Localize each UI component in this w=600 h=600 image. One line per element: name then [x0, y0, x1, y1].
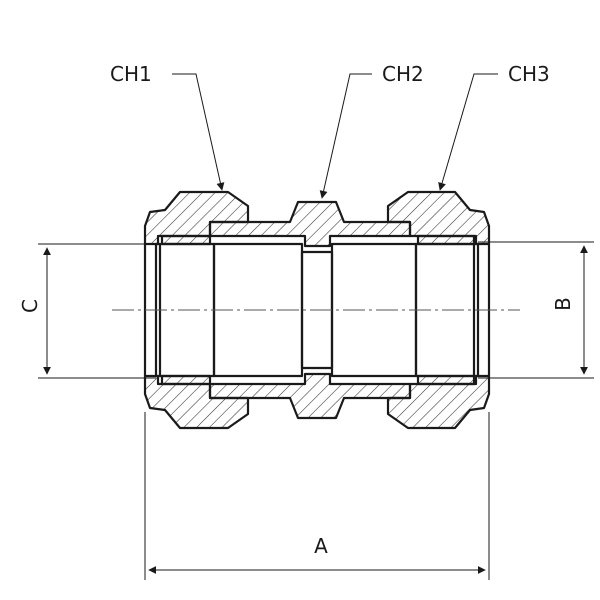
ch2-leader	[319, 73, 372, 199]
dimension-a	[144, 412, 490, 580]
dimension-b-label: B	[551, 297, 575, 311]
ch1-leader	[172, 73, 225, 191]
dimension-c	[38, 243, 156, 379]
ch3-label: CH3	[508, 62, 550, 86]
ch1-label: CH1	[110, 62, 152, 86]
dimension-b	[478, 241, 594, 379]
dimension-c-label: C	[18, 299, 42, 313]
dimension-a-label: A	[314, 534, 328, 558]
ch2-label: CH2	[382, 62, 424, 86]
ch3-leader	[438, 73, 498, 191]
right-nut-section	[386, 190, 491, 430]
